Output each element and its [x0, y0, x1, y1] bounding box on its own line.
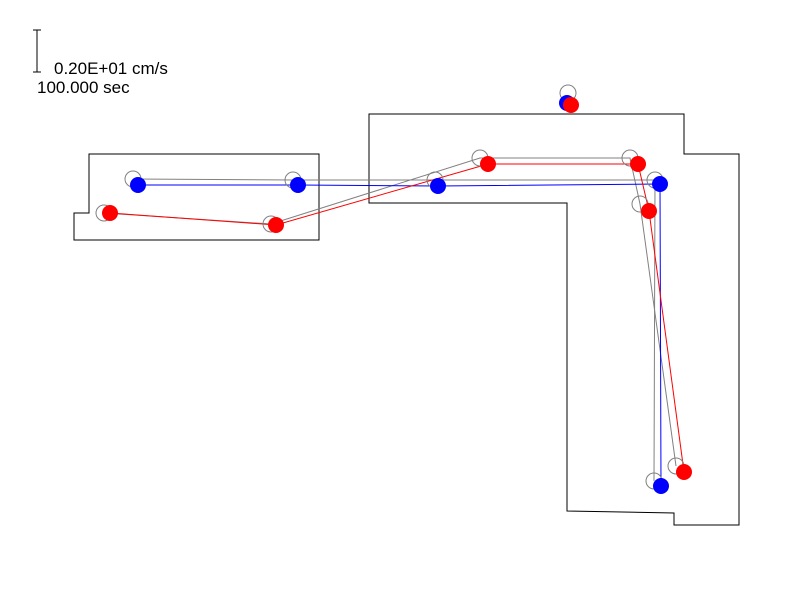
red-free-marker-0 — [563, 97, 579, 113]
scale-bar — [33, 29, 41, 73]
blue-line — [138, 183, 662, 487]
time-label: 100.000 sec — [37, 78, 130, 97]
blue-marker-0 — [130, 177, 146, 193]
scale-label: 0.20E+01 cm/s — [54, 59, 168, 78]
blue-marker-1 — [290, 177, 306, 193]
red-marker-2 — [480, 156, 496, 172]
red-line — [109, 163, 685, 473]
red-marker-1 — [268, 217, 284, 233]
red-marker-4 — [641, 203, 657, 219]
previous-blue-line — [132, 178, 656, 482]
boundary-2 — [368, 113, 740, 526]
red-marker-0 — [102, 205, 118, 221]
boundary-1 — [73, 153, 320, 241]
red-marker-3 — [630, 156, 646, 172]
previous-red-line — [103, 157, 677, 467]
red-marker-5 — [676, 464, 692, 480]
blue-marker-2 — [430, 178, 446, 194]
blue-marker-3 — [652, 176, 668, 192]
blue-marker-4 — [653, 478, 669, 494]
